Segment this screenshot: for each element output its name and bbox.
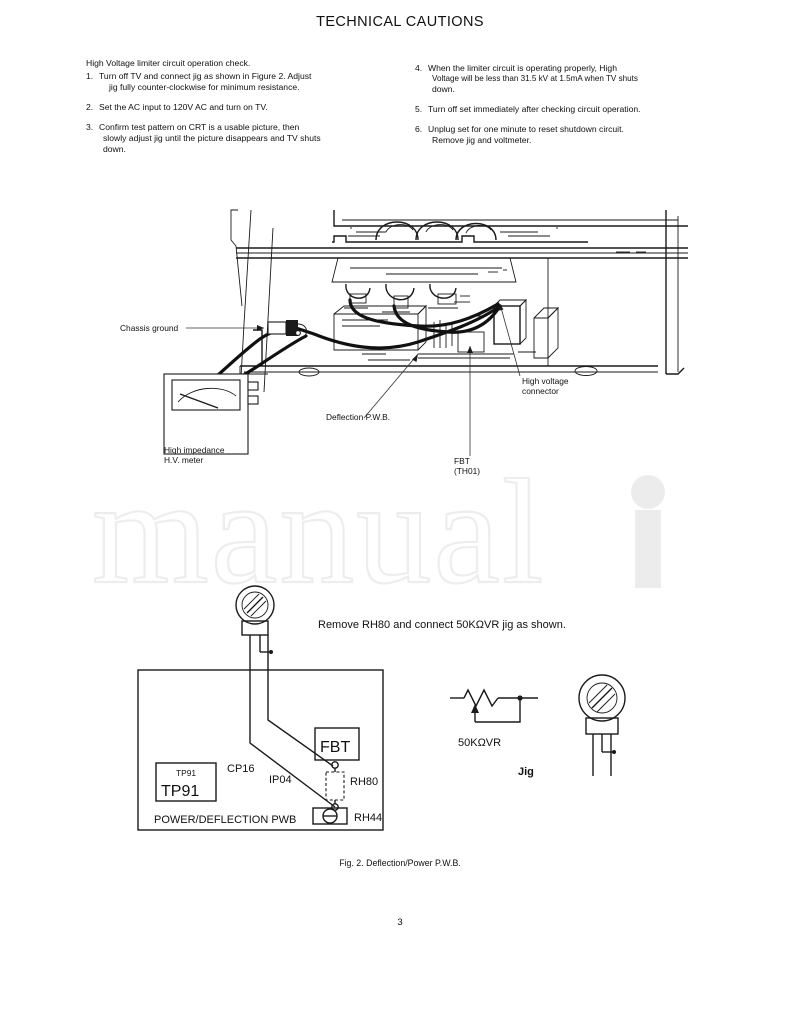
hv-wiring xyxy=(208,298,502,394)
jig-hookup-wires xyxy=(249,675,336,808)
step-number: 1. xyxy=(86,71,94,81)
step-text: Turn off set immediately after checking … xyxy=(428,104,715,115)
figure-2-caption: Fig. 2. Deflection/Power P.W.B. xyxy=(339,858,461,868)
label-tp91-large: TP91 xyxy=(161,783,199,800)
step-text: Confirm test pattern on CRT is a usable … xyxy=(99,122,386,155)
cabinet-outline xyxy=(230,209,688,397)
label-hv-meter-line1: High impedance xyxy=(164,445,225,455)
figure-1-tv-chassis-diagram: Chassis ground High impedance H.V. meter… xyxy=(118,196,688,496)
label-fbt: FBT xyxy=(320,739,350,756)
label-cp16: CP16 xyxy=(227,763,255,775)
instructions-right-column: 4. When the limiter circuit is operating… xyxy=(415,62,715,146)
label-hv-meter-line2: H.V. meter xyxy=(164,455,203,465)
instruction-step-4: 4. When the limiter circuit is operating… xyxy=(415,63,715,95)
instruction-step-5: 5. Turn off set immediately after checki… xyxy=(415,104,715,115)
label-chassis-ground: Chassis ground xyxy=(120,323,179,333)
label-rh80: RH80 xyxy=(350,776,378,788)
step-line: down. xyxy=(103,144,126,154)
vr-jig-top xyxy=(235,585,275,675)
step-line: jig fully counter-clockwise for minimum … xyxy=(109,82,300,92)
instruction-step-3: 3. Confirm test pattern on CRT is a usab… xyxy=(86,122,386,155)
label-rh44: RH44 xyxy=(354,812,382,824)
pwb-board-outline xyxy=(137,669,384,831)
rh44-block xyxy=(312,807,348,825)
step-line: Confirm test pattern on CRT is a usable … xyxy=(99,122,300,132)
label-tp91-small: TP91 xyxy=(176,768,196,778)
step-line: Remove jig and voltmeter. xyxy=(432,135,532,146)
figure-2-pwb-diagram: TP91 TP91 FBT xyxy=(130,580,670,840)
page-number: 3 xyxy=(397,917,403,928)
step-number: 5. xyxy=(415,104,423,115)
step-line: Turn off TV and connect jig as shown in … xyxy=(99,71,312,81)
step-line: slowly adjust jig until the picture disa… xyxy=(103,133,321,143)
step-text: Set the AC input to 120V AC and turn on … xyxy=(99,102,386,113)
label-hv-connector-line1: High voltage xyxy=(522,376,569,386)
jig-component-illustration xyxy=(578,674,626,776)
label-hv-connector-line2: connector xyxy=(522,386,559,396)
tp91-block: TP91 TP91 xyxy=(155,762,217,802)
instruction-step-6: 6. Unplug set for one minute to reset sh… xyxy=(415,124,715,146)
inner-chassis xyxy=(331,257,560,361)
step-text: When the limiter circuit is operating pr… xyxy=(428,63,715,95)
label-ip04: IP04 xyxy=(269,774,292,786)
vr-schematic-symbol: 50KΩVR xyxy=(450,688,538,749)
chassis-ground-clip xyxy=(267,320,307,339)
step-number: 6. xyxy=(415,124,423,135)
step-line: When the limiter circuit is operating pr… xyxy=(428,63,617,73)
instructions-left-column: High Voltage limiter circuit operation c… xyxy=(86,58,386,155)
label-power-deflection-pwb: POWER/DEFLECTION PWB xyxy=(154,814,296,826)
step-line: Unplug set for one minute to reset shutd… xyxy=(428,124,624,135)
step-number: 4. xyxy=(415,63,423,73)
step-text: Unplug set for one minute to reset shutd… xyxy=(428,124,715,146)
note-remove-rh80: Remove RH80 and connect 50KΩVR jig as sh… xyxy=(318,619,566,631)
step-line: Turn off set immediately after checking … xyxy=(428,104,641,115)
label-jig: Jig xyxy=(518,766,534,778)
label-vr-value: 50KΩVR xyxy=(458,737,501,749)
label-fbt-line1: FBT xyxy=(454,456,470,466)
step-line: Set the AC input to 120V AC and turn on … xyxy=(99,102,268,112)
crt-dome-assembly xyxy=(348,221,646,253)
step-line: down. xyxy=(432,84,455,95)
step-text: Turn off TV and connect jig as shown in … xyxy=(99,71,386,93)
fbt-block: FBT xyxy=(314,727,360,761)
step-line: Voltage will be less than 31.5 kV at 1.5… xyxy=(432,74,638,83)
step-number: 2. xyxy=(86,102,94,112)
figure1-leaders xyxy=(186,303,521,456)
instruction-step-1: 1. Turn off TV and connect jig as shown … xyxy=(86,71,386,93)
label-fbt-line2: (TH01) xyxy=(454,466,480,476)
instructions-lead: High Voltage limiter circuit operation c… xyxy=(86,58,251,68)
hv-meter xyxy=(163,373,259,455)
instruction-step-2: 2. Set the AC input to 120V AC and turn … xyxy=(86,102,386,113)
step-number: 3. xyxy=(86,122,94,132)
page-title: TECHNICAL CAUTIONS xyxy=(316,14,484,30)
label-deflection-pwb: Deflection P.W.B. xyxy=(326,412,390,422)
